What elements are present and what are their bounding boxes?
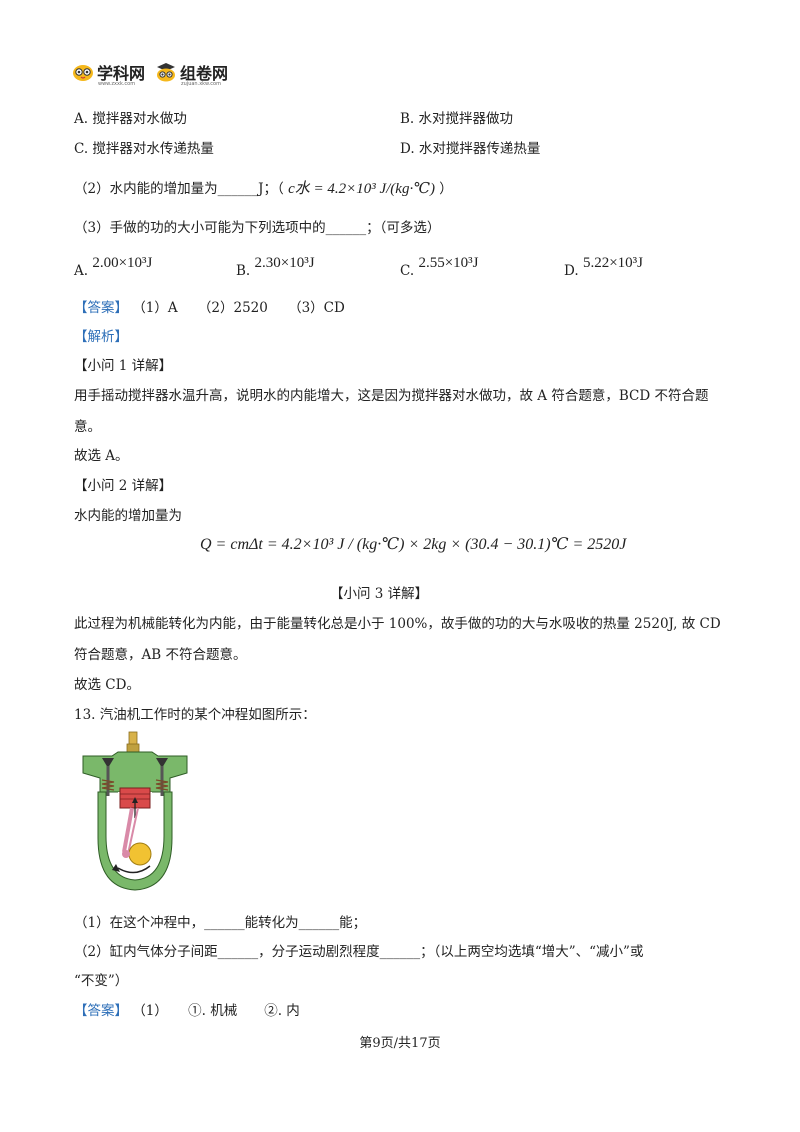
answer-text: （1） ①. 机械 ②. 内 [132, 1003, 300, 1019]
q12-part2-text: （2）水内能的增加量为______J；（ [74, 181, 284, 197]
q12-answer: 【答案】 （1）A （2）2520 （3）CD [74, 299, 345, 317]
logo-zxxk-text: 学科网 [97, 64, 146, 83]
choice-label: C. [400, 263, 415, 279]
choice-value: 5.22×10³J [582, 255, 643, 271]
q12-option-a: A. 搅拌器对水做功 [74, 111, 187, 127]
answer-tag: 【答案】 [74, 300, 128, 316]
q12-analysis-tag: 【解析】 [74, 329, 128, 345]
answer-tag: 【答案】 [74, 1003, 128, 1019]
q12-choice-a: A. 2.00×10³J [74, 254, 153, 279]
q12-choice-b: B. 2.30×10³J [236, 254, 315, 279]
engine-stroke-figure [82, 731, 188, 891]
q12-option-b: B. 水对搅拌器做功 [400, 111, 514, 127]
owl-logo-icon [73, 65, 93, 81]
sub3-line2: 符合题意，AB 不符合题意。 [74, 647, 247, 663]
choice-value: 2.00×10³J [92, 255, 153, 271]
q12-choice-d: D. 5.22×10³J [564, 254, 643, 279]
header-logos: 学科网 www.zxxk.com 组卷网 zujuan.xkw.com [72, 60, 229, 87]
logo-zujuan: 组卷网 zujuan.xkw.com [155, 60, 229, 87]
sub1-line2: 意。 [74, 419, 101, 435]
logo-zxxk-sub: www.zxxk.com [98, 81, 136, 87]
q13-answer: 【答案】 （1） ①. 机械 ②. 内 [74, 1002, 300, 1020]
page-number: 第9页/共17页 [359, 1036, 441, 1051]
answer-text: （1）A （2）2520 （3）CD [132, 300, 345, 316]
choice-label: B. [236, 263, 251, 279]
logo-zujuan-sub: zujuan.xkw.com [181, 81, 221, 87]
choice-value: 2.30×10³J [254, 255, 315, 271]
q13-part1: （1）在这个冲程中，______能转化为______能； [74, 915, 367, 931]
choice-value: 2.55×10³J [418, 255, 479, 271]
choice-label: D. [564, 263, 579, 279]
logo-zujuan-text: 组卷网 [180, 64, 229, 83]
sub2-title: 【小问 2 详解】 [74, 478, 173, 494]
q12-part2: （2）水内能的增加量为______J；（ c水 = 4.2×10³ J/(kg·… [74, 180, 453, 198]
sub1-title: 【小问 1 详解】 [74, 358, 173, 374]
q12-choice-c: C. 2.55×10³J [400, 254, 479, 279]
sub3-title: 【小问 3 详解】 [330, 586, 429, 602]
q13-part2-line2: “不变”） [74, 973, 129, 989]
q13-stem: 13. 汽油机工作时的某个冲程如图所示： [74, 707, 316, 723]
sub1-line3: 故选 A。 [74, 448, 129, 464]
choice-label: A. [74, 263, 89, 279]
q12-option-d: D. 水对搅拌器传递热量 [400, 141, 541, 157]
owl-cap-logo-icon [157, 63, 176, 82]
sub1-line1: 用手摇动搅拌器水温升高，说明水的内能增大，这是因为搅拌器对水做功，故 A 符合题… [74, 388, 709, 404]
q12-part2-formula: c水 = 4.2×10³ J/(kg·℃) [288, 181, 435, 197]
q13-part2-line1: （2）缸内气体分子间距______，分子运动剧烈程度______；（以上两空均选… [74, 944, 644, 960]
sub2-formula: Q = cmΔt = 4.2×10³ J / (kg·℃) × 2kg × (3… [200, 536, 627, 553]
logo-zxxk: 学科网 www.zxxk.com [72, 60, 146, 87]
q12-part2-end: ） [439, 181, 453, 197]
q12-part3: （3）手做的功的大小可能为下列选项中的______；（可多选） [74, 220, 441, 236]
sub2-line1: 水内能的增加量为 [74, 508, 182, 524]
sub3-line3: 故选 CD。 [74, 677, 140, 693]
q12-option-c: C. 搅拌器对水传递热量 [74, 141, 214, 157]
sub3-line1: 此过程为机械能转化为内能，由于能量转化总是小于 100%，故手做的功的大与水吸收… [74, 616, 721, 632]
